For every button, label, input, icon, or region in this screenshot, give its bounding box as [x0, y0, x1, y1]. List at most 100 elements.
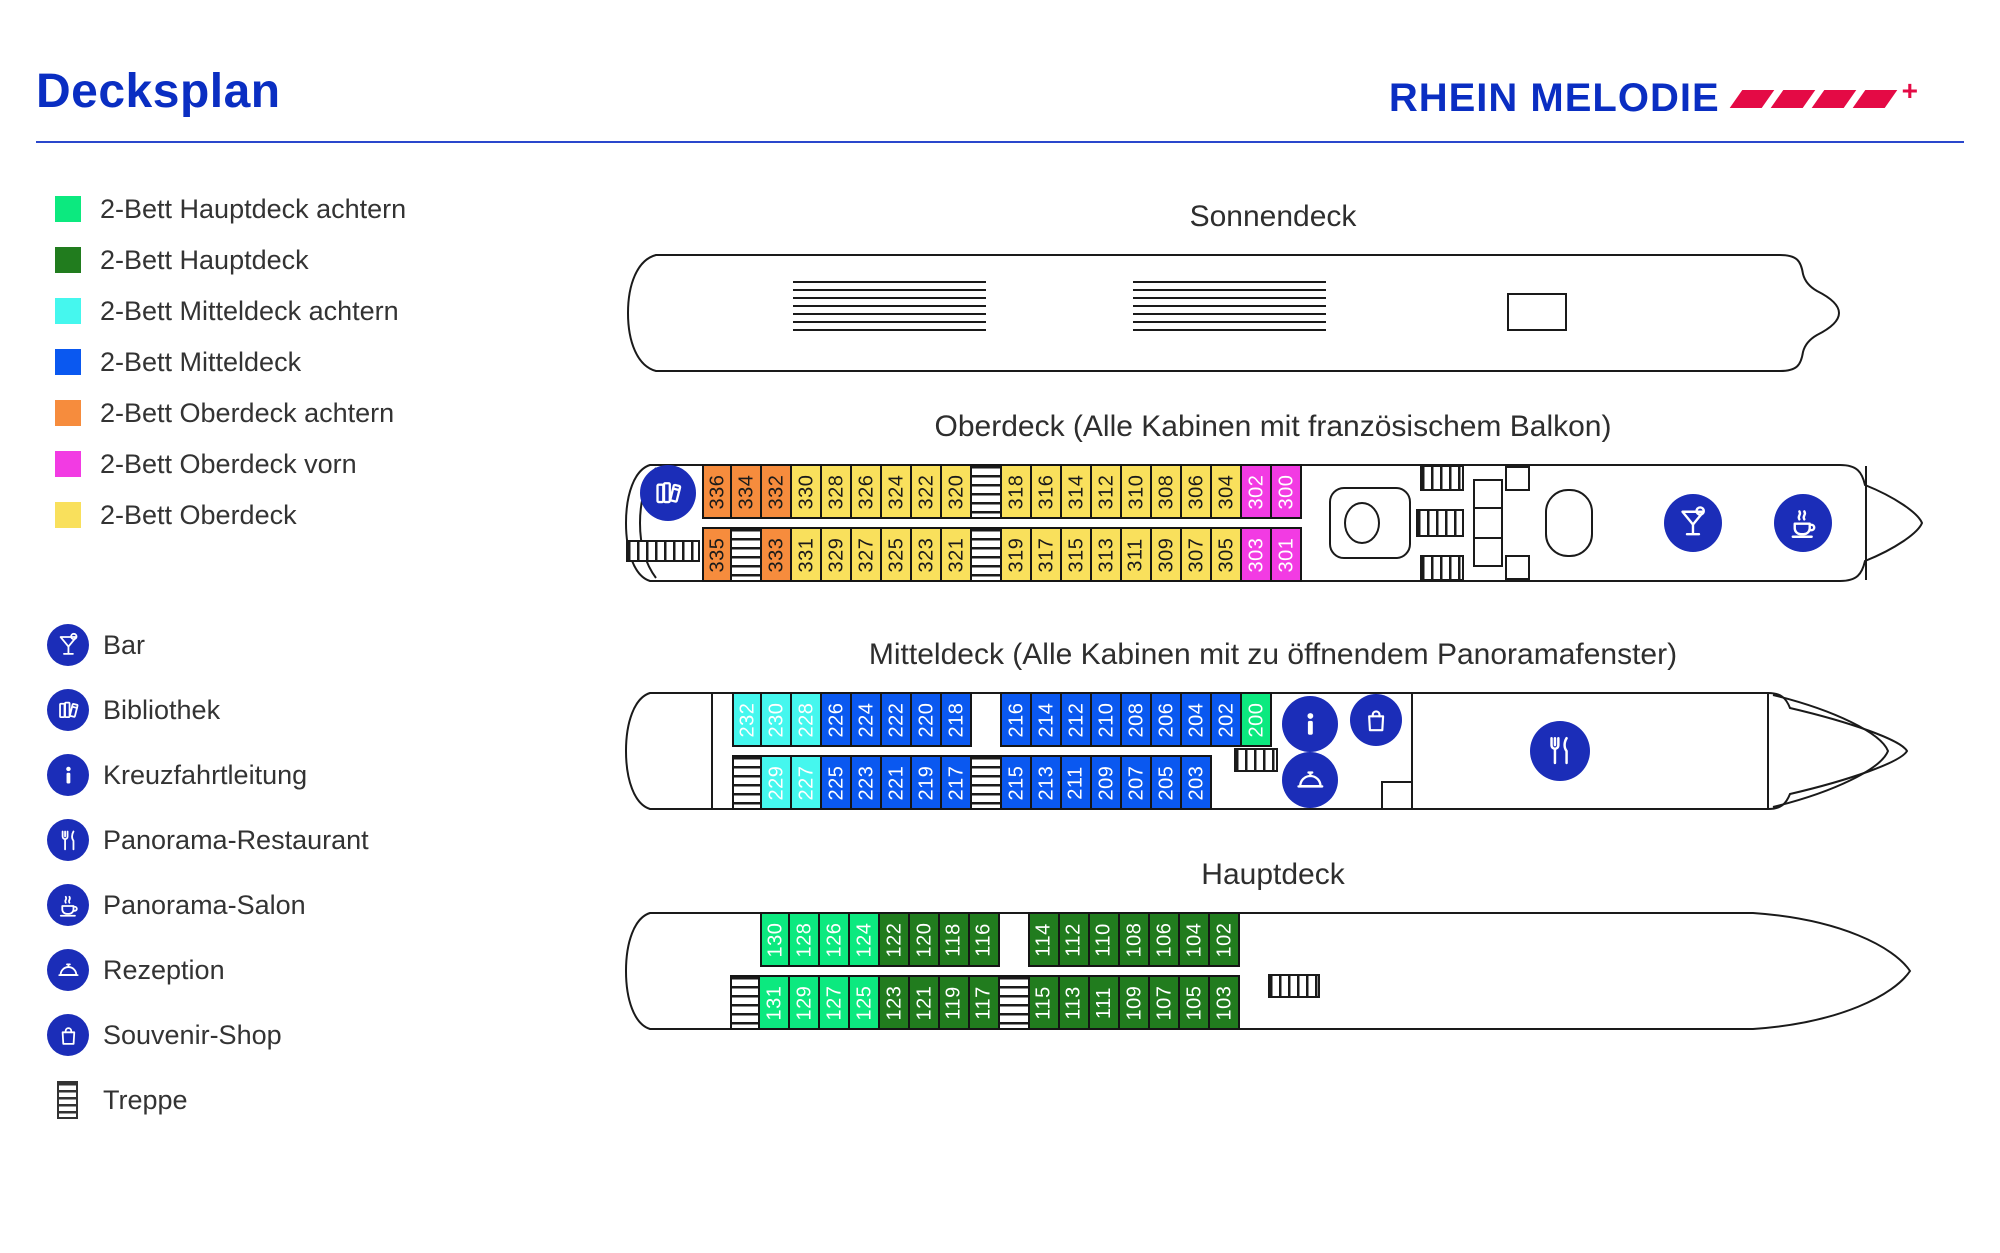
- sun-awning-lines: [793, 281, 1326, 331]
- cabin-117[interactable]: 117: [968, 975, 1000, 1030]
- cabin-232[interactable]: 232: [732, 692, 762, 747]
- cabin-309[interactable]: 309: [1150, 527, 1182, 582]
- cabin-228[interactable]: 228: [790, 692, 822, 747]
- cabin-229[interactable]: 229: [760, 755, 792, 810]
- cabin-213[interactable]: 213: [1030, 755, 1062, 810]
- cabin-328[interactable]: 328: [820, 464, 852, 519]
- cabin-319[interactable]: 319: [1000, 527, 1032, 582]
- cabin-312[interactable]: 312: [1090, 464, 1122, 519]
- cabin-318[interactable]: 318: [1000, 464, 1032, 519]
- cabin-301[interactable]: 301: [1270, 527, 1302, 582]
- cabin-227[interactable]: 227: [790, 755, 822, 810]
- cabin-317[interactable]: 317: [1030, 527, 1062, 582]
- cabin-208[interactable]: 208: [1120, 692, 1152, 747]
- cabin-321[interactable]: 321: [940, 527, 972, 582]
- cabin-111[interactable]: 111: [1088, 975, 1120, 1030]
- cabin-224[interactable]: 224: [850, 692, 882, 747]
- cabin-320[interactable]: 320: [940, 464, 972, 519]
- cabin-207[interactable]: 207: [1120, 755, 1152, 810]
- cabin-334[interactable]: 334: [730, 464, 762, 519]
- cabin-220[interactable]: 220: [910, 692, 942, 747]
- cabin-323[interactable]: 323: [910, 527, 942, 582]
- cabin-225[interactable]: 225: [820, 755, 852, 810]
- cabin-125[interactable]: 125: [848, 975, 880, 1030]
- cabin-122[interactable]: 122: [878, 912, 910, 967]
- cabin-311[interactable]: 311: [1120, 527, 1152, 582]
- cabin-114[interactable]: 114: [1028, 912, 1060, 967]
- cabin-230[interactable]: 230: [760, 692, 792, 747]
- cabin-327[interactable]: 327: [850, 527, 882, 582]
- cabin-218[interactable]: 218: [940, 692, 972, 747]
- cabin-115[interactable]: 115: [1028, 975, 1060, 1030]
- cabin-223[interactable]: 223: [850, 755, 882, 810]
- cabin-108[interactable]: 108: [1118, 912, 1150, 967]
- cabin-202[interactable]: 202: [1210, 692, 1242, 747]
- cabin-322[interactable]: 322: [910, 464, 942, 519]
- cabin-110[interactable]: 110: [1088, 912, 1120, 967]
- cabin-119[interactable]: 119: [938, 975, 970, 1030]
- cabin-304[interactable]: 304: [1210, 464, 1242, 519]
- cabin-329[interactable]: 329: [820, 527, 852, 582]
- cabin-219[interactable]: 219: [910, 755, 942, 810]
- cabin-206[interactable]: 206: [1150, 692, 1182, 747]
- cabin-103[interactable]: 103: [1208, 975, 1240, 1030]
- cabin-305[interactable]: 305: [1210, 527, 1242, 582]
- cabin-216[interactable]: 216: [1000, 692, 1032, 747]
- cabin-124[interactable]: 124: [848, 912, 880, 967]
- cabin-314[interactable]: 314: [1060, 464, 1092, 519]
- cabin-302[interactable]: 302: [1240, 464, 1272, 519]
- cabin-203[interactable]: 203: [1180, 755, 1212, 810]
- cabin-121[interactable]: 121: [908, 975, 940, 1030]
- cabin-129[interactable]: 129: [788, 975, 820, 1030]
- cabin-118[interactable]: 118: [938, 912, 970, 967]
- cabin-113[interactable]: 113: [1058, 975, 1090, 1030]
- cabin-212[interactable]: 212: [1060, 692, 1092, 747]
- cabin-107[interactable]: 107: [1148, 975, 1180, 1030]
- cabin-116[interactable]: 116: [968, 912, 1000, 967]
- cabin-330[interactable]: 330: [790, 464, 822, 519]
- cabin-316[interactable]: 316: [1030, 464, 1062, 519]
- cabin-127[interactable]: 127: [818, 975, 850, 1030]
- cabin-313[interactable]: 313: [1090, 527, 1122, 582]
- cabin-102[interactable]: 102: [1208, 912, 1240, 967]
- cabin-331[interactable]: 331: [790, 527, 822, 582]
- cabin-204[interactable]: 204: [1180, 692, 1212, 747]
- cabin-326[interactable]: 326: [850, 464, 882, 519]
- cabin-336[interactable]: 336: [702, 464, 732, 519]
- cabin-332[interactable]: 332: [760, 464, 792, 519]
- cabin-315[interactable]: 315: [1060, 527, 1092, 582]
- cabin-226[interactable]: 226: [820, 692, 852, 747]
- cabin-306[interactable]: 306: [1180, 464, 1212, 519]
- cabin-128[interactable]: 128: [788, 912, 820, 967]
- cabin-123[interactable]: 123: [878, 975, 910, 1030]
- cabin-215[interactable]: 215: [1000, 755, 1032, 810]
- cabin-300[interactable]: 300: [1270, 464, 1302, 519]
- cabin-211[interactable]: 211: [1060, 755, 1092, 810]
- cabin-307[interactable]: 307: [1180, 527, 1212, 582]
- cabin-335[interactable]: 335: [702, 527, 732, 582]
- cabin-324[interactable]: 324: [880, 464, 912, 519]
- cabin-308[interactable]: 308: [1150, 464, 1182, 519]
- cabin-130[interactable]: 130: [760, 912, 790, 967]
- cabin-333[interactable]: 333: [760, 527, 792, 582]
- cabin-209[interactable]: 209: [1090, 755, 1122, 810]
- cabin-200[interactable]: 200: [1240, 692, 1272, 747]
- cabin-106[interactable]: 106: [1148, 912, 1180, 967]
- cabin-104[interactable]: 104: [1178, 912, 1210, 967]
- cabin-214[interactable]: 214: [1030, 692, 1062, 747]
- cabin-325[interactable]: 325: [880, 527, 912, 582]
- cabin-205[interactable]: 205: [1150, 755, 1182, 810]
- cabin-112[interactable]: 112: [1058, 912, 1090, 967]
- cabin-number: 336: [706, 474, 728, 509]
- cabin-131[interactable]: 131: [758, 975, 790, 1030]
- cabin-303[interactable]: 303: [1240, 527, 1272, 582]
- cabin-210[interactable]: 210: [1090, 692, 1122, 747]
- cabin-221[interactable]: 221: [880, 755, 912, 810]
- cabin-126[interactable]: 126: [818, 912, 850, 967]
- cabin-109[interactable]: 109: [1118, 975, 1150, 1030]
- cabin-105[interactable]: 105: [1178, 975, 1210, 1030]
- cabin-120[interactable]: 120: [908, 912, 940, 967]
- cabin-310[interactable]: 310: [1120, 464, 1152, 519]
- cabin-222[interactable]: 222: [880, 692, 912, 747]
- cabin-217[interactable]: 217: [940, 755, 972, 810]
